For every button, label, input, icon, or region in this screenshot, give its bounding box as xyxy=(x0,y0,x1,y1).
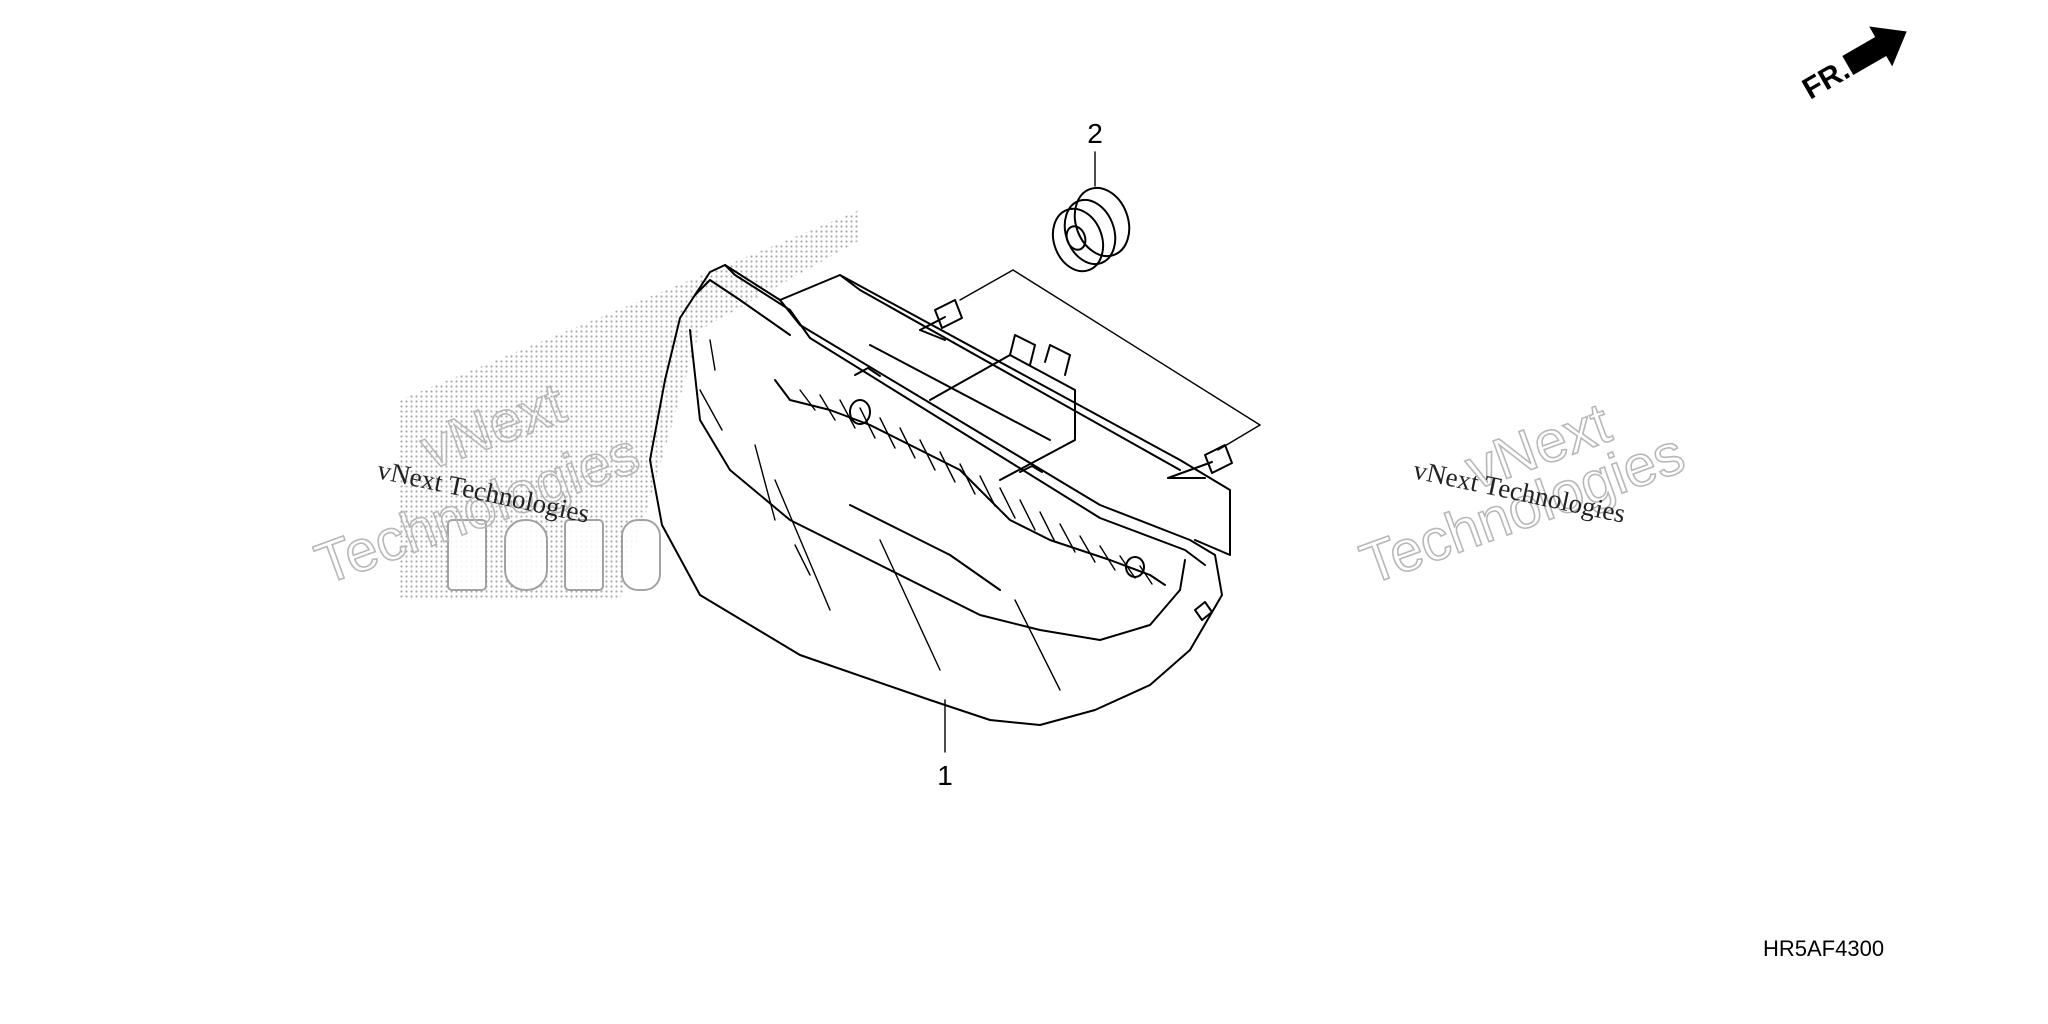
mounting-bolt xyxy=(919,299,963,341)
watermark-right: vNext Technologies vNext Technologies xyxy=(1351,390,1693,598)
mounting-bolt xyxy=(1167,444,1233,479)
lens-reflections xyxy=(699,339,1061,691)
lens-hole xyxy=(849,399,871,425)
arrow-icon xyxy=(1842,26,1907,75)
halftone-watermark xyxy=(400,210,860,600)
lens-hole xyxy=(1125,556,1145,578)
front-direction-arrow: FR. xyxy=(1797,26,1907,106)
callout-1-label: 1 xyxy=(937,760,953,791)
lens-ridges xyxy=(799,389,1153,585)
tail-light-assembly xyxy=(649,264,1233,726)
grommet-part xyxy=(1051,186,1131,273)
diagram-code: HR5AF4300 xyxy=(1763,936,1884,961)
callout-2-label: 2 xyxy=(1087,118,1103,149)
